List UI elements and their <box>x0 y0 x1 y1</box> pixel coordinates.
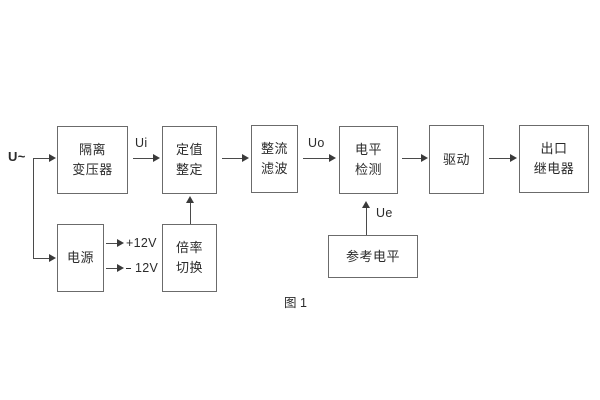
signal-uo-label: Uo <box>308 136 325 150</box>
arrow-reference-to-level <box>362 201 370 208</box>
minus-sign-icon <box>126 268 131 269</box>
arrow-multiplier-to-setting <box>186 196 194 203</box>
arrow-input-to-power <box>49 254 56 262</box>
block-isolation-transformer[interactable]: 隔离 变压器 <box>57 126 128 194</box>
connector-setting-to-rectify <box>222 158 243 159</box>
block-setting-value[interactable]: 定值 整定 <box>162 126 217 194</box>
block-isolation-transformer-line-1: 隔离 <box>78 142 106 158</box>
arrow-rectify-to-level <box>329 154 336 162</box>
connector-transformer-to-setting <box>133 158 154 159</box>
connector-rectify-to-level <box>303 158 330 159</box>
block-multiplier-switch-line-1: 倍率 <box>175 240 203 256</box>
connector-power-positive-rail <box>106 243 118 244</box>
arrow-power-positive-rail <box>117 239 124 247</box>
figure-caption: 图 1 <box>284 296 307 310</box>
block-multiplier-switch[interactable]: 倍率 切换 <box>162 224 217 292</box>
block-rectify-filter-line-2: 滤波 <box>260 161 288 176</box>
arrow-power-negative-rail <box>117 264 124 272</box>
connector-input-to-transformer-h <box>33 158 50 159</box>
rail-negative-label: 12V <box>135 261 159 275</box>
block-multiplier-switch-line-2: 切换 <box>175 260 203 275</box>
connector-input-bus-vertical <box>33 158 34 258</box>
block-level-detect[interactable]: 电平 检测 <box>339 126 398 194</box>
block-driver[interactable]: 驱动 <box>429 125 484 194</box>
signal-ui-label: Ui <box>135 136 148 150</box>
arrow-level-to-driver <box>421 154 428 162</box>
block-reference-level[interactable]: 参考电平 <box>328 235 418 278</box>
block-isolation-transformer-line-2: 变压器 <box>72 162 113 177</box>
rail-positive-label: +12V <box>126 236 157 250</box>
block-output-relay-line-2: 继电器 <box>533 161 575 176</box>
arrow-input-to-transformer <box>49 154 56 162</box>
arrow-setting-to-rectify <box>242 154 249 162</box>
block-rectify-filter[interactable]: 整流 滤波 <box>251 125 298 193</box>
input-source-label: U~ <box>8 149 26 164</box>
block-level-detect-line-1: 电平 <box>354 142 382 158</box>
block-power-supply[interactable]: 电源 <box>57 224 104 292</box>
block-output-relay[interactable]: 出口 继电器 <box>519 125 589 193</box>
connector-driver-to-relay <box>489 158 511 159</box>
block-setting-value-line-1: 定值 <box>175 142 203 158</box>
arrow-transformer-to-setting <box>153 154 160 162</box>
connector-input-to-power-h <box>33 258 50 259</box>
block-output-relay-line-1: 出口 <box>540 141 568 157</box>
block-power-supply-line-1: 电源 <box>66 250 94 266</box>
block-setting-value-line-2: 整定 <box>175 162 203 177</box>
arrow-driver-to-relay <box>510 154 517 162</box>
block-rectify-filter-line-1: 整流 <box>260 141 288 157</box>
signal-ue-label: Ue <box>376 206 393 220</box>
connector-reference-to-level <box>366 207 367 235</box>
block-level-detect-line-2: 检测 <box>354 162 382 177</box>
connector-power-negative-rail <box>106 268 118 269</box>
connector-level-to-driver <box>402 158 423 159</box>
connector-multiplier-to-setting <box>190 202 191 224</box>
block-reference-level-line-1: 参考电平 <box>345 248 400 264</box>
block-driver-line-1: 驱动 <box>442 151 470 167</box>
